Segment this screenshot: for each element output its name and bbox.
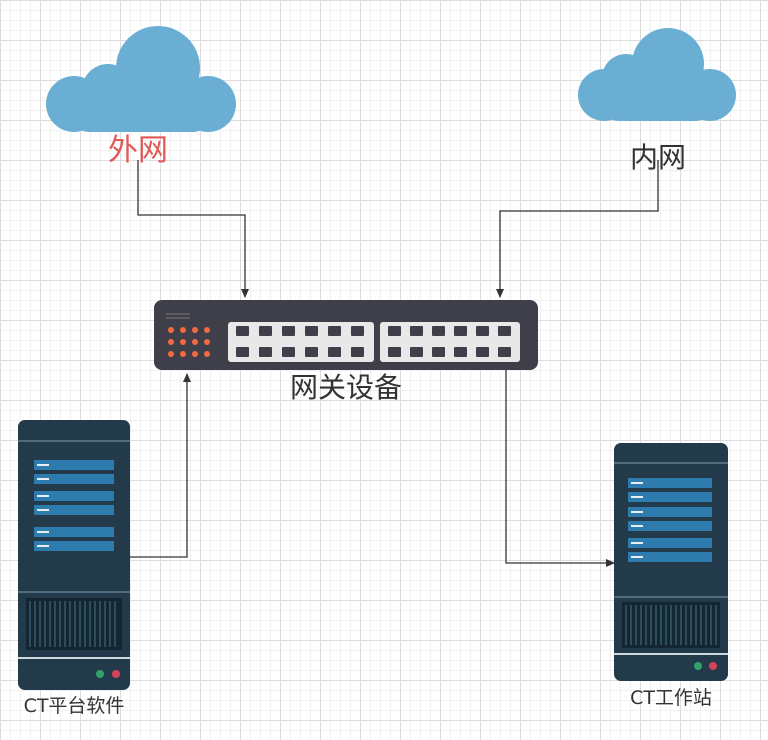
power-led-green (96, 670, 104, 678)
cloud-icon (578, 28, 736, 121)
cloud-icon (46, 26, 236, 132)
external-network-node[interactable]: 外网 (46, 26, 236, 168)
power-led-red (709, 662, 717, 670)
internal-network-node[interactable]: 内网 (578, 28, 736, 174)
power-led-green (694, 662, 702, 670)
gateway-label: 网关设备 (290, 371, 402, 404)
external-network-label: 外网 (108, 133, 168, 168)
power-led-red (112, 670, 120, 678)
ct-platform-label: CT平台软件 (24, 695, 125, 717)
connectors (130, 160, 659, 567)
internal-network-label: 内网 (630, 141, 686, 174)
network-switch-icon (154, 300, 538, 370)
connector-platform-to-gateway (130, 373, 191, 558)
server-icon (614, 443, 728, 681)
ports (236, 326, 511, 357)
ct-platform-node[interactable]: CT平台软件 (18, 420, 130, 717)
connector-internal-to-gateway (496, 160, 659, 298)
server-icon (18, 420, 130, 690)
ct-workstation-label: CT工作站 (630, 687, 712, 709)
status-leds (168, 327, 210, 357)
connector-external-to-gateway (137, 160, 249, 298)
gateway-node[interactable]: 网关设备 (154, 300, 538, 404)
connector-gateway-to-workstation (505, 370, 615, 567)
ct-workstation-node[interactable]: CT工作站 (614, 443, 728, 709)
